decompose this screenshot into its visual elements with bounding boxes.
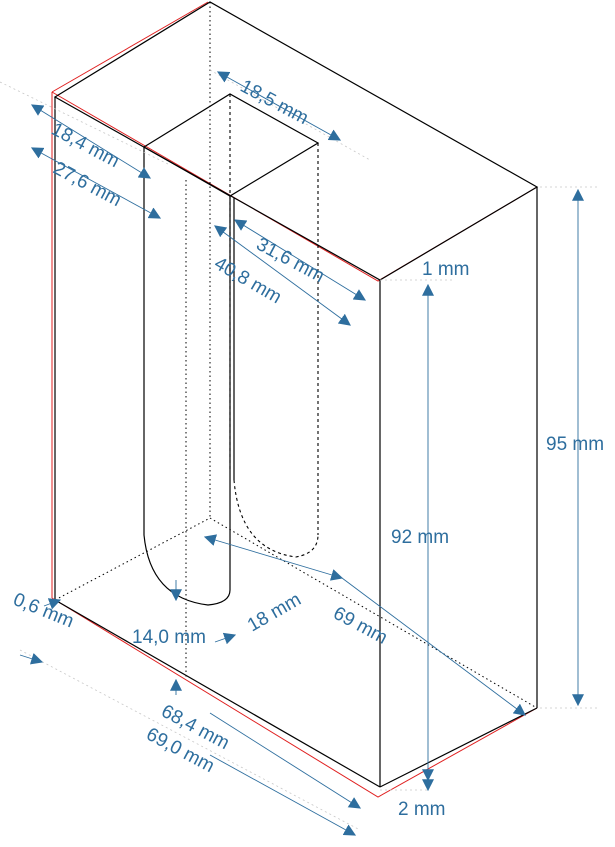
- slot: [142, 93, 320, 606]
- label-slot-side: 18 mm: [244, 589, 305, 636]
- label-depth: 69 mm: [330, 603, 391, 649]
- label-base-thickness: 2 mm: [398, 799, 446, 820]
- label-bottom-gap: 0,6 mm: [10, 589, 77, 632]
- dimension-labels: 18,5 mm 18,4 mm 27,6 mm 31,6 mm 40,8 mm …: [10, 76, 604, 820]
- label-slot-offset: 14,0 mm: [132, 627, 206, 648]
- dimension-lines: [19, 71, 584, 836]
- label-top-thickness: 1 mm: [422, 259, 470, 280]
- label-outer-height: 95 mm: [546, 434, 604, 455]
- label-slot-width: 18,5 mm: [237, 76, 312, 129]
- label-inner-height: 92 mm: [391, 527, 449, 548]
